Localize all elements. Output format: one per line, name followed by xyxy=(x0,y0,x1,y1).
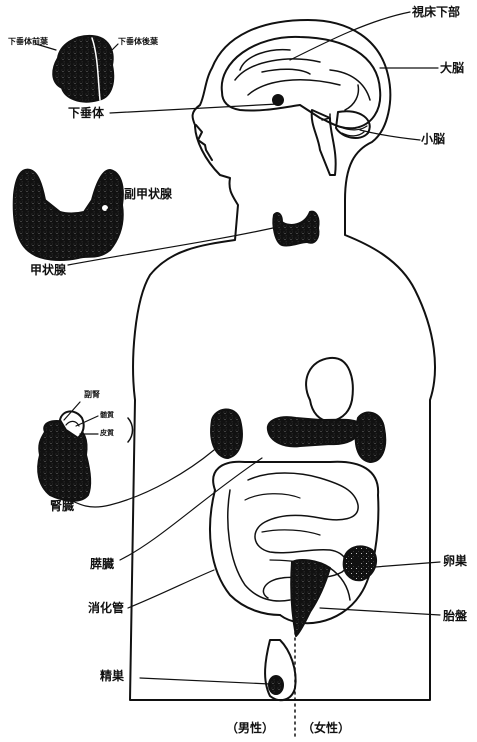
label-kidney: 腎臓 xyxy=(50,500,74,512)
label-thyroid: 甲状腺 xyxy=(30,264,66,276)
thyroid-on-body xyxy=(273,212,318,246)
label-placenta: 胎盤 xyxy=(443,610,467,622)
stomach xyxy=(306,358,353,422)
pituitary-inset xyxy=(53,36,113,102)
label-testis: 精巣 xyxy=(100,670,124,682)
cerebrum xyxy=(222,37,381,128)
label-medulla: 髄質 xyxy=(100,412,114,419)
label-anterior-pituitary: 下垂体前葉 xyxy=(8,38,48,46)
label-cortex: 皮質 xyxy=(100,430,114,437)
label-parathyroid: 副甲状腺 xyxy=(124,188,172,200)
label-cerebrum: 大脳 xyxy=(440,62,464,74)
label-cerebellum: 小脳 xyxy=(421,133,445,145)
label-adrenal: 副腎 xyxy=(84,391,100,399)
label-female: （女性） xyxy=(302,722,350,734)
label-male: （男性） xyxy=(226,722,274,734)
pancreas xyxy=(268,417,362,446)
label-ovary: 卵巣 xyxy=(443,555,467,567)
placenta xyxy=(291,560,330,636)
label-posterior-pituitary: 下垂体後葉 xyxy=(118,38,158,46)
label-hypothalamus: 視床下部 xyxy=(412,6,460,18)
body-outline xyxy=(130,20,435,700)
parathyroid-inset xyxy=(14,170,123,260)
kidney-right xyxy=(356,413,386,462)
kidney-left xyxy=(211,409,242,458)
label-pancreas: 膵臓 xyxy=(90,558,114,570)
label-pituitary: 下垂体 xyxy=(68,107,104,119)
label-digestive-tract: 消化管 xyxy=(88,602,124,614)
